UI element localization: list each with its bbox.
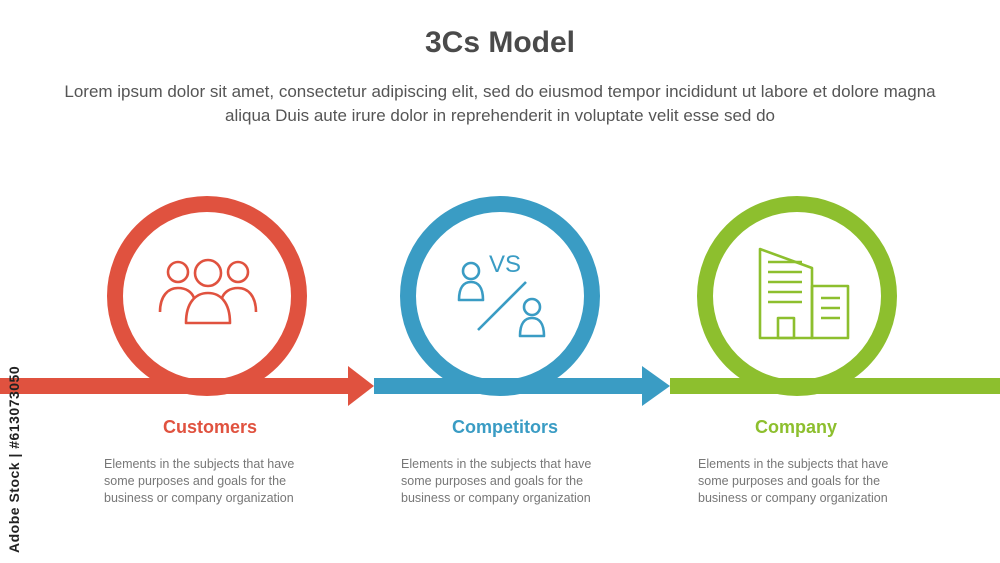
company-label: Company bbox=[754, 417, 837, 437]
group-people-icon bbox=[158, 258, 258, 325]
company-description: Elements in the subjects that have some … bbox=[698, 457, 889, 505]
company-ring bbox=[697, 196, 897, 396]
versus-people-icon bbox=[457, 261, 546, 338]
page-title: 3Cs Model bbox=[424, 26, 576, 59]
customers-arrowhead bbox=[348, 366, 374, 406]
competitors-arrowhead bbox=[642, 366, 670, 406]
customers-description: Elements in the subjects that have some … bbox=[104, 457, 295, 505]
page-subtitle: Lorem ipsum dolor sit amet, consectetur … bbox=[64, 82, 936, 125]
customers-label: Customers bbox=[162, 417, 258, 437]
versus-icon-text: VS bbox=[489, 251, 521, 278]
competitors-ring bbox=[400, 196, 600, 396]
competitors-label: Competitors bbox=[451, 417, 558, 437]
stock-watermark-text: Adobe Stock | #613073050 bbox=[6, 365, 22, 553]
competitors-description: Elements in the subjects that have some … bbox=[401, 457, 592, 505]
customers-ring bbox=[107, 196, 307, 396]
office-building-icon bbox=[758, 247, 850, 340]
